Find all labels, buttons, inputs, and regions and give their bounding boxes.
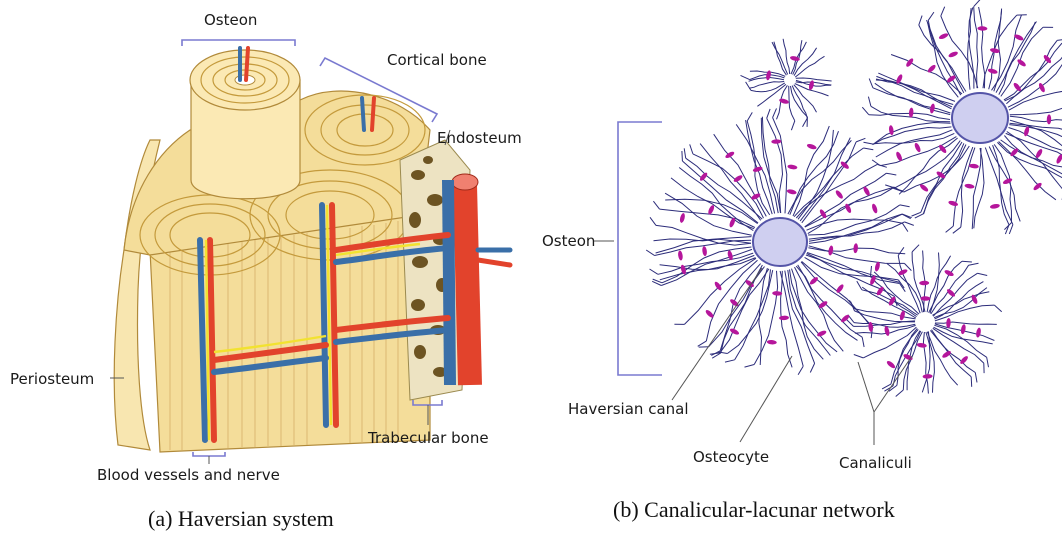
haversian-canal-main [753, 218, 807, 266]
large-vein [448, 180, 450, 385]
caption-a: (a) Haversian system [148, 506, 334, 531]
label-blood-vessels-nerve: Blood vessels and nerve [97, 466, 280, 484]
canaliculi-network [646, 0, 1062, 396]
osteon-bracket-b [618, 122, 662, 375]
label-osteon-b: Osteon [542, 232, 595, 250]
label-osteon-a: Osteon [204, 11, 257, 29]
haversian-canal-upper [952, 93, 1008, 143]
osteon-bracket-a [182, 40, 295, 46]
label-cortical-bone: Cortical bone [387, 51, 487, 69]
label-periosteum: Periosteum [10, 370, 94, 388]
label-canaliculi: Canaliculi [839, 454, 912, 472]
blood-vessels-bracket [193, 452, 225, 456]
label-haversian-canal: Haversian canal [568, 400, 689, 418]
label-endosteum: Endosteum [437, 129, 522, 147]
large-artery [465, 185, 470, 385]
vessel-nerve-channel-1 [200, 240, 214, 440]
panel-b-canalicular-network: Osteon Haversian canal Osteocyte Canalic… [542, 0, 1062, 522]
panel-a-haversian-system: Osteon Cortical bone Endosteum Periosteu… [10, 11, 522, 531]
label-osteocyte: Osteocyte [693, 448, 769, 466]
label-trabecular-bone: Trabecular bone [367, 429, 489, 447]
caption-b: (b) Canalicular-lacunar network [613, 497, 895, 522]
